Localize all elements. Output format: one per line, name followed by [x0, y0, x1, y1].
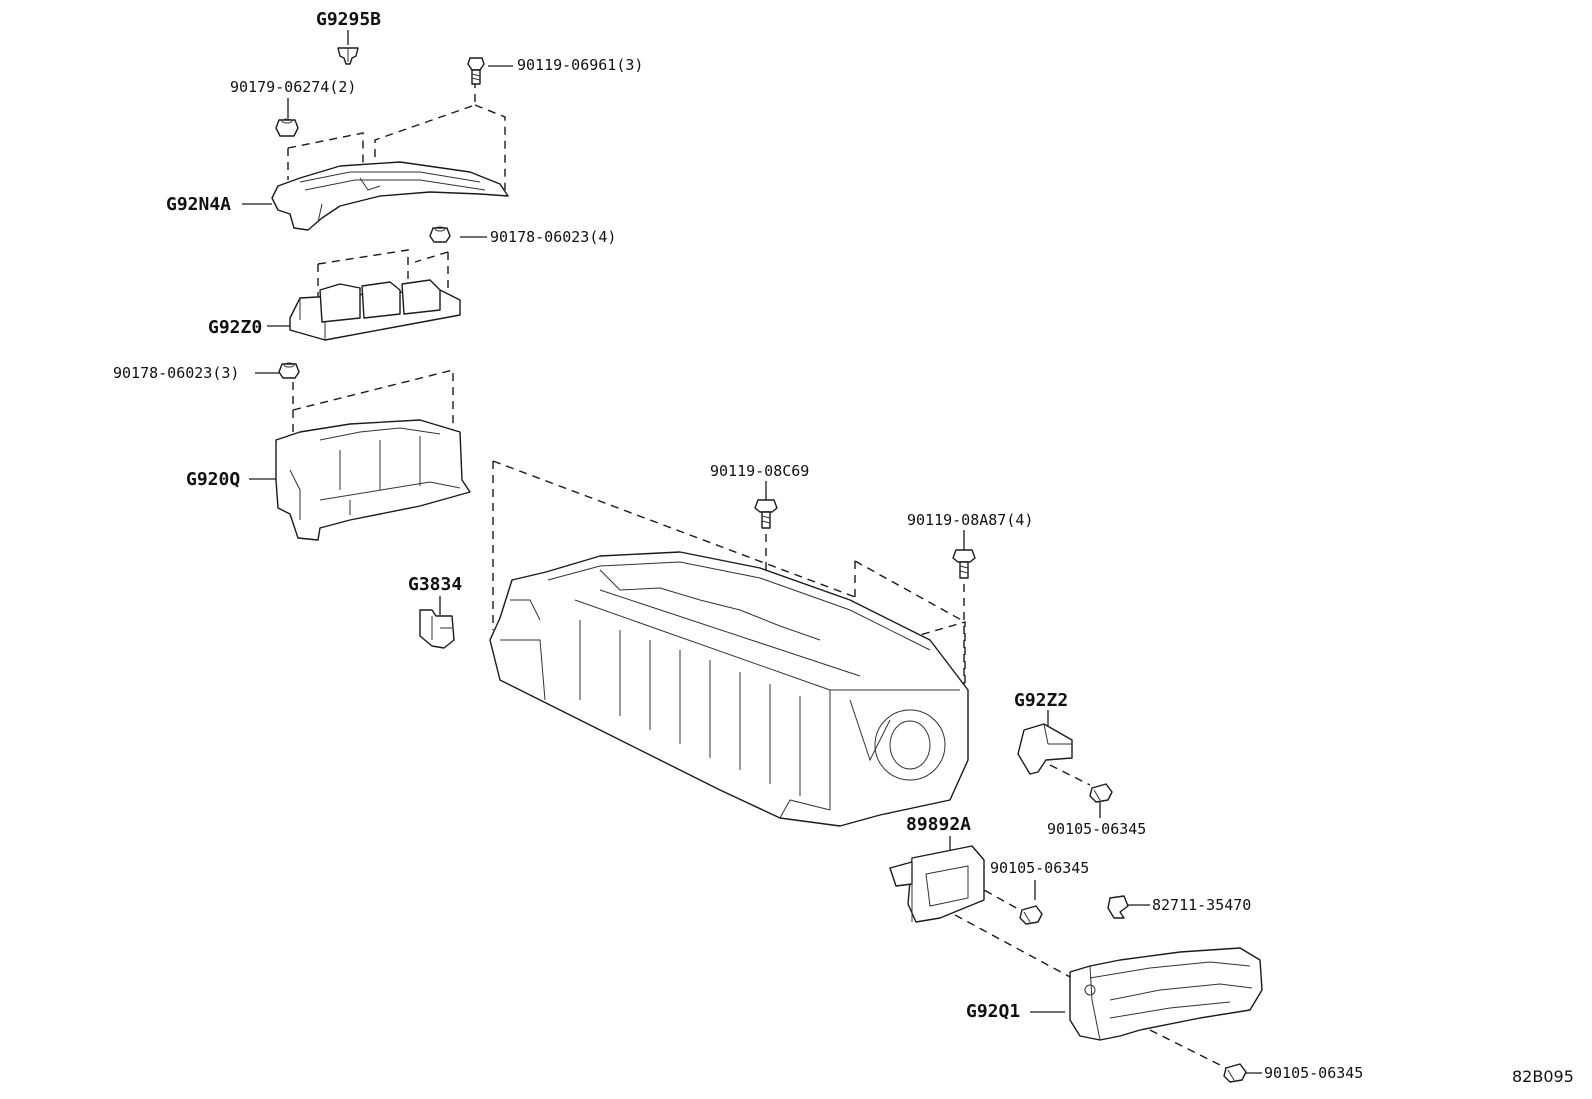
- label-90178-06023-4[interactable]: 90178-06023(4): [490, 228, 616, 246]
- bolt-90119-08a87[interactable]: [952, 549, 976, 579]
- bracket-g92q1[interactable]: [1069, 947, 1263, 1041]
- label-90179-06274[interactable]: 90179-06274(2): [230, 78, 356, 96]
- label-90105-06345-c[interactable]: 90105-06345: [1264, 1064, 1363, 1082]
- label-90119-08a87[interactable]: 90119-08A87(4): [907, 511, 1033, 529]
- label-g92q1[interactable]: G92Q1: [966, 1001, 1020, 1022]
- nut-90178-06023-4[interactable]: [429, 226, 451, 243]
- label-82711-35470[interactable]: 82711-35470: [1152, 896, 1251, 914]
- label-g92n4a[interactable]: G92N4A: [166, 194, 231, 215]
- bracket-g92z2[interactable]: [1017, 723, 1073, 775]
- label-90119-08c69[interactable]: 90119-08C69: [710, 462, 809, 480]
- label-g92z0[interactable]: G92Z0: [208, 317, 262, 338]
- bolt-90105-06345-c[interactable]: [1223, 1063, 1247, 1083]
- clip-g9295b[interactable]: [337, 47, 359, 65]
- battery-assembly[interactable]: [489, 551, 969, 827]
- nut-90179-06274[interactable]: [275, 118, 299, 137]
- relay-block-g92z0[interactable]: [289, 279, 461, 341]
- label-g920q[interactable]: G920Q: [186, 469, 240, 490]
- bolt-90105-06345-a[interactable]: [1089, 783, 1113, 803]
- label-g9295b[interactable]: G9295B: [316, 9, 381, 30]
- cover-g92n4a[interactable]: [271, 161, 509, 231]
- label-89892a[interactable]: 89892A: [906, 814, 971, 835]
- bracket-g3834[interactable]: [419, 609, 455, 649]
- label-90178-06023-3[interactable]: 90178-06023(3): [113, 364, 239, 382]
- label-90105-06345-a[interactable]: 90105-06345: [1047, 820, 1146, 838]
- bolt-90119-08c69[interactable]: [754, 499, 778, 529]
- label-90105-06345-b[interactable]: 90105-06345: [990, 859, 1089, 877]
- bolt-90105-06345-b[interactable]: [1019, 905, 1043, 925]
- label-g92z2[interactable]: G92Z2: [1014, 690, 1068, 711]
- assembly-lines: [287, 80, 1231, 1071]
- bracket-g920q[interactable]: [275, 419, 471, 541]
- nut-90178-06023-3[interactable]: [278, 362, 300, 379]
- clip-82711-35470[interactable]: [1107, 895, 1129, 919]
- ecu-89892a[interactable]: [889, 845, 985, 923]
- label-g3834[interactable]: G3834: [408, 574, 462, 595]
- label-90119-06961[interactable]: 90119-06961(3): [517, 56, 643, 74]
- diagram-id: 82B095: [1512, 1067, 1574, 1086]
- bolt-90119-06961[interactable]: [467, 57, 485, 85]
